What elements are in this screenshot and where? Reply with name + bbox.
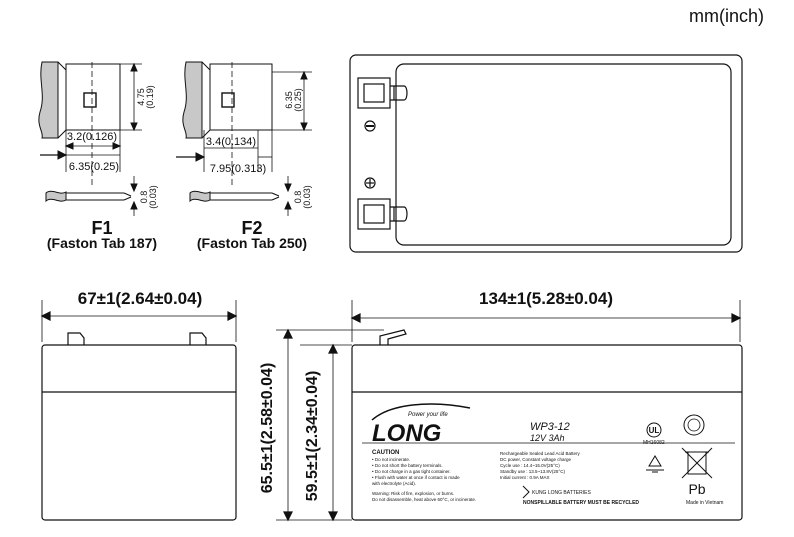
units-label: mm(inch) <box>689 6 764 26</box>
f2-height-mm: 6.35 <box>284 91 294 109</box>
maker-logo-icon <box>522 485 530 499</box>
f1-thickness-mm: 0.8 <box>139 191 149 204</box>
case-height-dimension: 59.5±1(2.34±0.04) <box>304 371 321 502</box>
caution-line: with electrolyte (Acid). <box>372 481 416 486</box>
terminal-f1-detail <box>38 61 142 216</box>
length-dimension: 134±1(5.28±0.04) <box>479 289 613 308</box>
f1-height-mm: 4.75 <box>136 88 146 106</box>
brand-logo-text: LONG <box>372 420 441 447</box>
width-dimension: 67±1(2.64±0.04) <box>78 289 203 308</box>
ul-file-number: MH16082 <box>643 440 665 446</box>
maker-name: KUNG LONG BATTERIES <box>532 490 591 496</box>
caution-title: CAUTION <box>372 450 399 456</box>
warning-list: Warning: Risk of fire, explosion, or bur… <box>372 491 476 502</box>
f1-title: F1 <box>91 218 112 238</box>
crossed-bin-icon <box>681 447 713 479</box>
warning-line: Warning: Risk of fire, explosion, or bur… <box>372 491 454 496</box>
spec-line: Initial current : 0.9A MAX <box>500 475 550 480</box>
battery-side-view <box>40 300 238 521</box>
made-in: Made in Vietnam <box>686 500 723 506</box>
recycling-arrows-icon <box>646 455 664 473</box>
f2-span-dim: 7.95(0.313) <box>210 163 266 175</box>
f1-width-dim: 3.2(0.126) <box>67 131 117 143</box>
f1-height-in: (0.19) <box>145 85 155 109</box>
terminal-f2-detail <box>176 61 312 216</box>
spec-line: Standby use : 13.5~13.8V(25°C) <box>500 469 565 474</box>
warning-line: Do not disassemble, heat above 60°C, or … <box>372 497 476 502</box>
spec-line: Rechargeable Sealed Lead Acid Battery <box>500 451 581 456</box>
svg-text:UL: UL <box>649 426 660 435</box>
f2-width-dim: 3.4(0.134) <box>206 136 256 148</box>
f2-thickness-mm: 0.8 <box>293 191 303 204</box>
recycle-notice: NONSPILLABLE BATTERY MUST BE RECYCLED <box>523 500 639 506</box>
caution-line: • Flush with water at once if contact is… <box>372 475 460 480</box>
f2-thickness-in: (0.03) <box>302 185 312 209</box>
total-height-dimension: 65.5±1(2.58±0.04) <box>259 363 276 494</box>
recycle-badge-icon <box>683 414 705 436</box>
caution-line: • Do not charge in a gas tight container… <box>372 469 451 474</box>
lead-symbol: Pb <box>688 481 705 497</box>
f2-title: F2 <box>241 218 262 238</box>
battery-front-view <box>276 300 743 522</box>
brand-logo: LONG <box>371 403 471 447</box>
f1-caption: (Faston Tab 187) <box>47 235 157 251</box>
voltage-rating: 12V 3Ah <box>530 433 565 443</box>
f2-caption: (Faston Tab 250) <box>197 235 307 251</box>
f1-thickness-in: (0.03) <box>148 185 158 209</box>
caution-line: • Do not incinerate. <box>372 457 410 462</box>
brand-tagline: Power your life <box>408 412 448 418</box>
spec-list: Rechargeable Sealed Lead Acid BatteryDC … <box>500 451 581 480</box>
battery-top-view <box>349 54 743 253</box>
f1-span-dim: 6.35(0.25) <box>69 161 119 173</box>
f2-height-in: (0.25) <box>293 88 303 112</box>
caution-line: • Do not short the battery terminals. <box>372 463 443 468</box>
spec-line: DC power, Constant voltage charge <box>500 457 572 462</box>
spec-line: Cycle use : 14.4~15.0V(25°C) <box>500 463 560 468</box>
model-number: WP3-12 <box>530 421 570 433</box>
caution-list: • Do not incinerate.• Do not short the b… <box>372 457 460 486</box>
ul-mark-icon: UL <box>646 422 662 438</box>
